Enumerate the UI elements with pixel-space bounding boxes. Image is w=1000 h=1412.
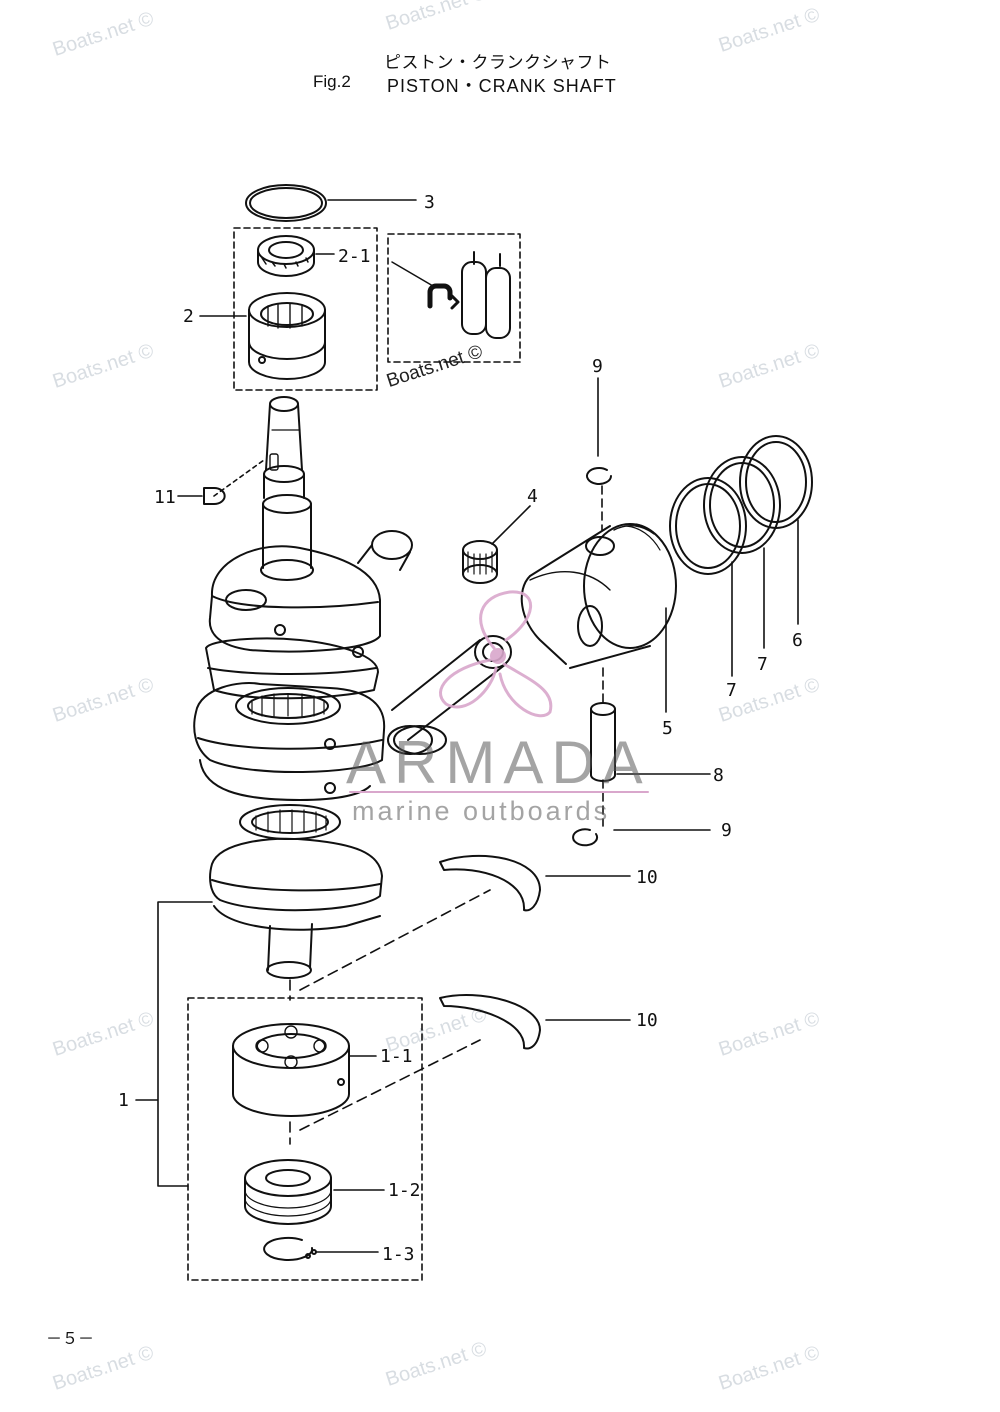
callout-2: 2 bbox=[183, 306, 194, 327]
callout-9-lower: 9 bbox=[721, 820, 732, 841]
assembly-box-part-2 bbox=[233, 227, 378, 391]
callout-3: 3 bbox=[424, 192, 435, 213]
piston-ring-part-7-middle bbox=[703, 456, 781, 554]
callout-11: 11 bbox=[154, 487, 176, 508]
thrust-washer-part-10-upper bbox=[439, 854, 541, 912]
snap-ring-part-1-3 bbox=[263, 1236, 317, 1261]
page-number: －５－ bbox=[46, 1331, 95, 1348]
thrust-washer-part-10-lower bbox=[439, 994, 541, 1050]
figure-label: Fig.2 bbox=[313, 72, 351, 91]
callout-5: 5 bbox=[662, 718, 673, 739]
woodruff-key-part-11 bbox=[203, 487, 226, 505]
bearing-housing-part-2 bbox=[248, 292, 326, 380]
callout-1: 1 bbox=[118, 1090, 129, 1111]
callout-10-lower: 10 bbox=[636, 1010, 658, 1031]
crankshaft-part-1 bbox=[193, 396, 433, 979]
callout-7-middle: 7 bbox=[757, 654, 768, 675]
callout-4: 4 bbox=[527, 486, 538, 507]
callout-9-upper: 9 bbox=[592, 356, 603, 377]
title-japanese: ピストン・クランクシャフト bbox=[384, 53, 612, 72]
piston-part-5 bbox=[520, 523, 677, 669]
seal-part-2-1 bbox=[257, 235, 315, 277]
needle-roller-detail bbox=[461, 251, 511, 339]
installation-direction-icon bbox=[391, 261, 460, 310]
needle-bearing-part-4 bbox=[462, 540, 498, 584]
callout-7-front: 7 bbox=[726, 680, 737, 701]
callout-10-upper: 10 bbox=[636, 867, 658, 888]
callout-2-1: 2-1 bbox=[338, 246, 371, 267]
brand-name: ARMADA bbox=[346, 729, 651, 796]
callout-1-2: 1-2 bbox=[388, 1180, 421, 1201]
assembly-box-part-1 bbox=[187, 997, 423, 1281]
piston-ring-part-6 bbox=[739, 435, 813, 529]
o-ring-part-3 bbox=[245, 184, 327, 222]
callout-8: 8 bbox=[713, 765, 724, 786]
callout-labels: 3 2-1 2 9 11 4 6 7 7 5 8 9 10 10 1 1-1 1… bbox=[118, 192, 803, 1265]
callout-1-1: 1-1 bbox=[380, 1046, 413, 1067]
armada-propeller-logo bbox=[439, 590, 553, 718]
callout-6: 6 bbox=[792, 630, 803, 651]
detail-inset-box bbox=[387, 233, 521, 363]
clip-part-9-lower bbox=[572, 828, 599, 847]
brand-tagline: marine outboards bbox=[352, 796, 611, 826]
leader-lines bbox=[135, 199, 799, 1253]
callout-1-3: 1-3 bbox=[382, 1244, 415, 1265]
oil-seal-part-1-2 bbox=[244, 1159, 332, 1225]
title-english: PISTON・CRANK SHAFT bbox=[387, 76, 617, 96]
connecting-rod bbox=[391, 635, 512, 755]
clip-part-9-upper bbox=[586, 466, 612, 485]
ball-bearing-part-1-1 bbox=[232, 1023, 350, 1117]
